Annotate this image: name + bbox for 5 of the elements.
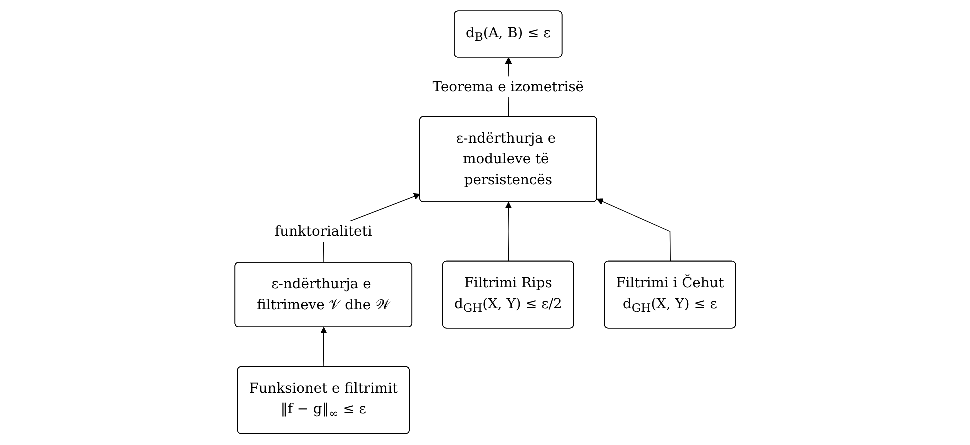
arrow bbox=[596, 198, 670, 262]
edge-label: Teorema e izometrisë bbox=[432, 78, 584, 96]
edge-label: funktorialiteti bbox=[274, 224, 372, 240]
arrow bbox=[320, 327, 327, 368]
arrow bbox=[504, 202, 512, 262]
